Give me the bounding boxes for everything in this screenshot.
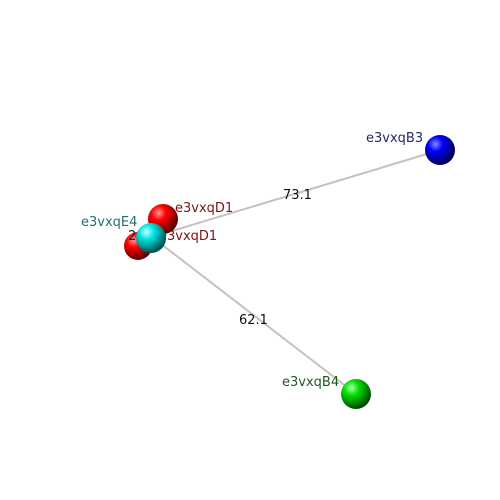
node-label-e4: e3vxqE4 [81,215,137,230]
node-label-d1b: e3vxqD1 [159,229,217,244]
edge-label-e4-b4: 62.1 [239,313,268,328]
node-label-b4: e3vxqB4 [282,375,339,390]
partial-label: 2 [128,229,136,244]
edge-label-e4-b3: 73.1 [283,188,312,203]
node-label-b3: e3vxqB3 [366,131,423,146]
edge-e4-b3 [151,149,441,238]
node-label-d1a: e3vxqD1 [175,201,233,216]
node-b3[interactable] [425,135,455,165]
edge-e4-b4 [151,236,357,395]
node-b4[interactable] [341,379,371,409]
node-e4[interactable] [136,223,166,253]
